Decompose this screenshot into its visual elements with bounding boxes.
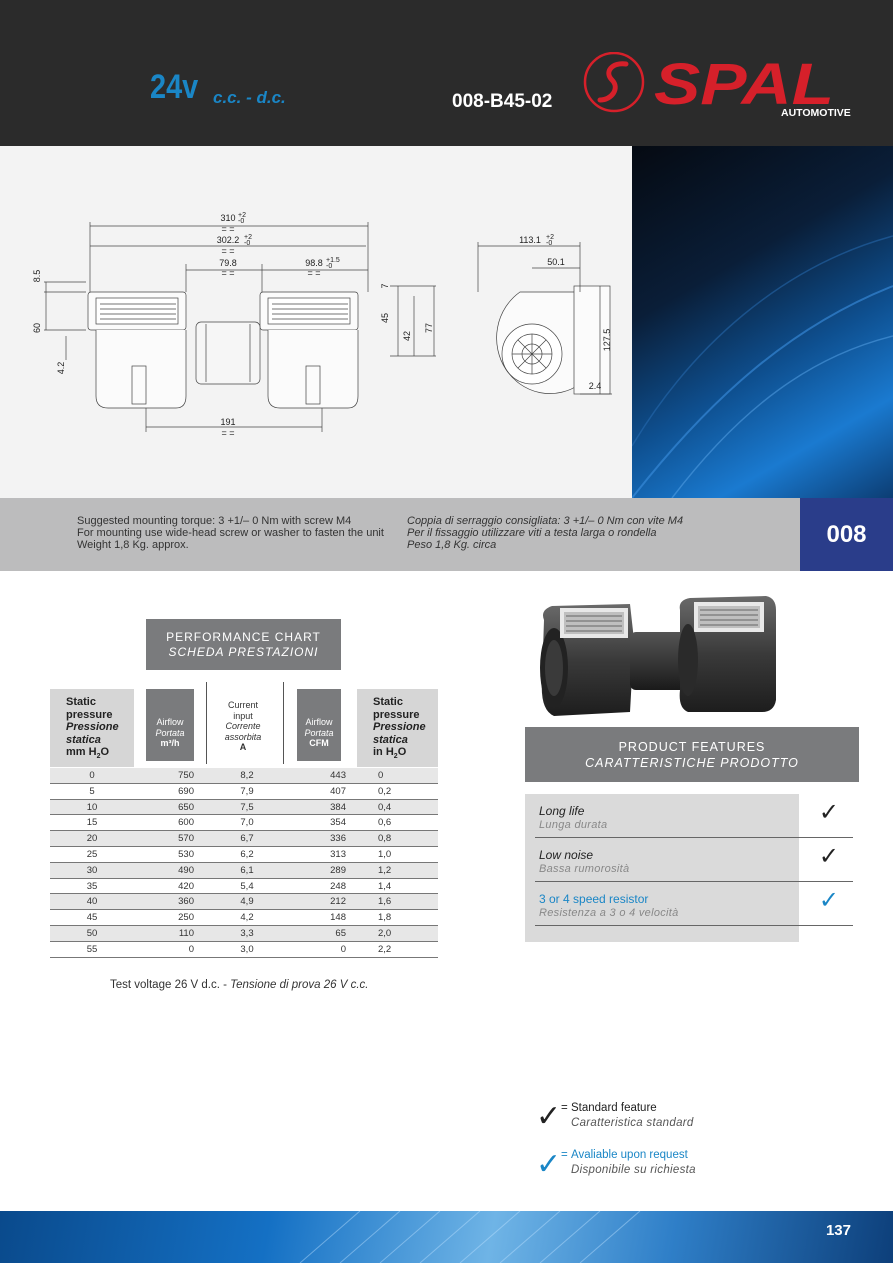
header-airflow-m3h: Airflow Portata m³/h	[146, 689, 194, 761]
tol-113-minus: -0	[546, 240, 552, 247]
dim-2-4: 2.4	[589, 381, 602, 391]
decorative-blue-panel	[632, 146, 893, 498]
tol-113-plus: +2	[546, 234, 554, 241]
dim-302-eq: = =	[221, 246, 234, 256]
svg-text:AUTOMOTIVE: AUTOMOTIVE	[781, 107, 851, 119]
legend-standard-it: Caratteristica standard	[571, 1117, 694, 1129]
header-airflow-cfm: Airflow Portata CFM	[297, 689, 341, 761]
svg-text:SPAL: SPAL	[654, 52, 834, 117]
technical-drawing-area: 310 = = 302.2 = = 79.8 = = 98.8 = = 191 …	[0, 146, 632, 498]
spal-logo: SPAL AUTOMOTIVE	[582, 51, 862, 122]
legend-standard-en: Standard feature	[571, 1102, 657, 1114]
feature-long-life: Long life Lunga durata ✓	[535, 794, 853, 838]
footer-band	[0, 1211, 893, 1263]
technical-drawing: 310 = = 302.2 = = 79.8 = = 98.8 = = 191 …	[32, 212, 612, 438]
check-icon: ✓	[536, 1100, 562, 1133]
header-bar	[0, 0, 893, 146]
dim-77: 77	[424, 323, 434, 333]
legend-request-en: Avaliable upon request	[571, 1149, 688, 1161]
tol-98-minus: -0	[326, 263, 332, 270]
dim-191: 191	[220, 417, 235, 427]
tol-310-plus: +2	[238, 212, 246, 219]
dim-127-5: 127.5	[602, 329, 612, 352]
performance-title-it: SCHEDA PRESTAZIONI	[168, 645, 319, 659]
dim-60: 60	[32, 323, 42, 333]
dim-7: 7	[380, 283, 390, 288]
info-en-line-1: Suggested mounting torque: 3 +1/– 0 Nm w…	[77, 515, 352, 527]
check-icon-blue: ✓	[818, 887, 839, 914]
model-code: 008-B45-02	[452, 91, 553, 112]
feature-low-noise: Low noise Bassa rumorosità ✓	[535, 838, 853, 882]
dim-4-2: 4.2	[56, 362, 66, 375]
features-panel	[525, 794, 799, 942]
page-number: 137	[825, 1222, 851, 1239]
dim-42: 42	[402, 331, 412, 341]
dim-98: 98.8	[305, 258, 323, 268]
product-photo	[530, 580, 795, 722]
tol-310-minus: -0	[238, 218, 244, 225]
tol-302-minus: -0	[244, 240, 250, 247]
test-voltage-note: Test voltage 26 V d.c. - Tensione di pro…	[110, 979, 369, 991]
dim-79: 79.8	[219, 258, 237, 268]
check-icon: ✓	[818, 799, 839, 826]
dim-50: 50.1	[547, 257, 565, 267]
legend-eq: =	[561, 1102, 568, 1114]
dim-191-eq: = =	[221, 428, 234, 438]
family-code-badge: 008	[800, 498, 893, 571]
dim-310: 310	[220, 213, 235, 223]
header-divider-1	[206, 682, 207, 764]
header-static-pressure-mm: Static pressure Pressione statica mm H2O	[50, 689, 134, 767]
info-en-line-3: Weight 1,8 Kg. approx.	[77, 539, 189, 551]
dim-79-eq: = =	[221, 268, 234, 278]
features-title-it: CARATTERISTICHE PRODOTTO	[585, 756, 799, 770]
check-icon-blue: ✓	[536, 1148, 562, 1181]
dim-8-5: 8.5	[32, 270, 42, 283]
performance-title-en: PERFORMANCE CHART	[166, 630, 321, 644]
dim-98-eq: = =	[307, 268, 320, 278]
dim-302: 302.2	[217, 235, 240, 245]
info-it-line-1: Coppia di serraggio consigliata: 3 +1/– …	[407, 515, 684, 527]
info-en-line-2: For mounting use wide-head screw or wash…	[77, 527, 384, 539]
dim-45: 45	[380, 313, 390, 323]
mounting-info-band	[0, 498, 800, 571]
dim-310-eq: = =	[221, 224, 234, 234]
tol-302-plus: +2	[244, 234, 252, 241]
check-icon: ✓	[818, 843, 839, 870]
legend-request-it: Disponibile su richiesta	[571, 1164, 696, 1176]
info-it-line-3: Peso 1,8 Kg. circa	[407, 539, 497, 551]
tol-98-plus: +1.5	[326, 257, 340, 264]
header-current-input: Current input Corrente assorbita A	[220, 682, 266, 762]
current-type-label: c.c. - d.c.	[213, 88, 286, 107]
header-divider-2	[283, 682, 284, 764]
info-it-line-2: Per il fissaggio utilizzare viti a testa…	[407, 527, 657, 539]
features-title-en: PRODUCT FEATURES	[618, 740, 766, 754]
voltage-label: 24v	[150, 68, 199, 106]
product-features-title: PRODUCT FEATURES CARATTERISTICHE PRODOTT…	[525, 727, 859, 782]
header-static-pressure-in: Static pressure Pressione statica in H2O	[357, 689, 438, 767]
legend-eq-blue: =	[561, 1149, 568, 1161]
performance-chart-title: PERFORMANCE CHART SCHEDA PRESTAZIONI	[146, 619, 341, 670]
dim-113: 113.1	[519, 235, 541, 245]
feature-speed-resistor: 3 or 4 speed resistor Resistenza a 3 o 4…	[535, 882, 853, 926]
